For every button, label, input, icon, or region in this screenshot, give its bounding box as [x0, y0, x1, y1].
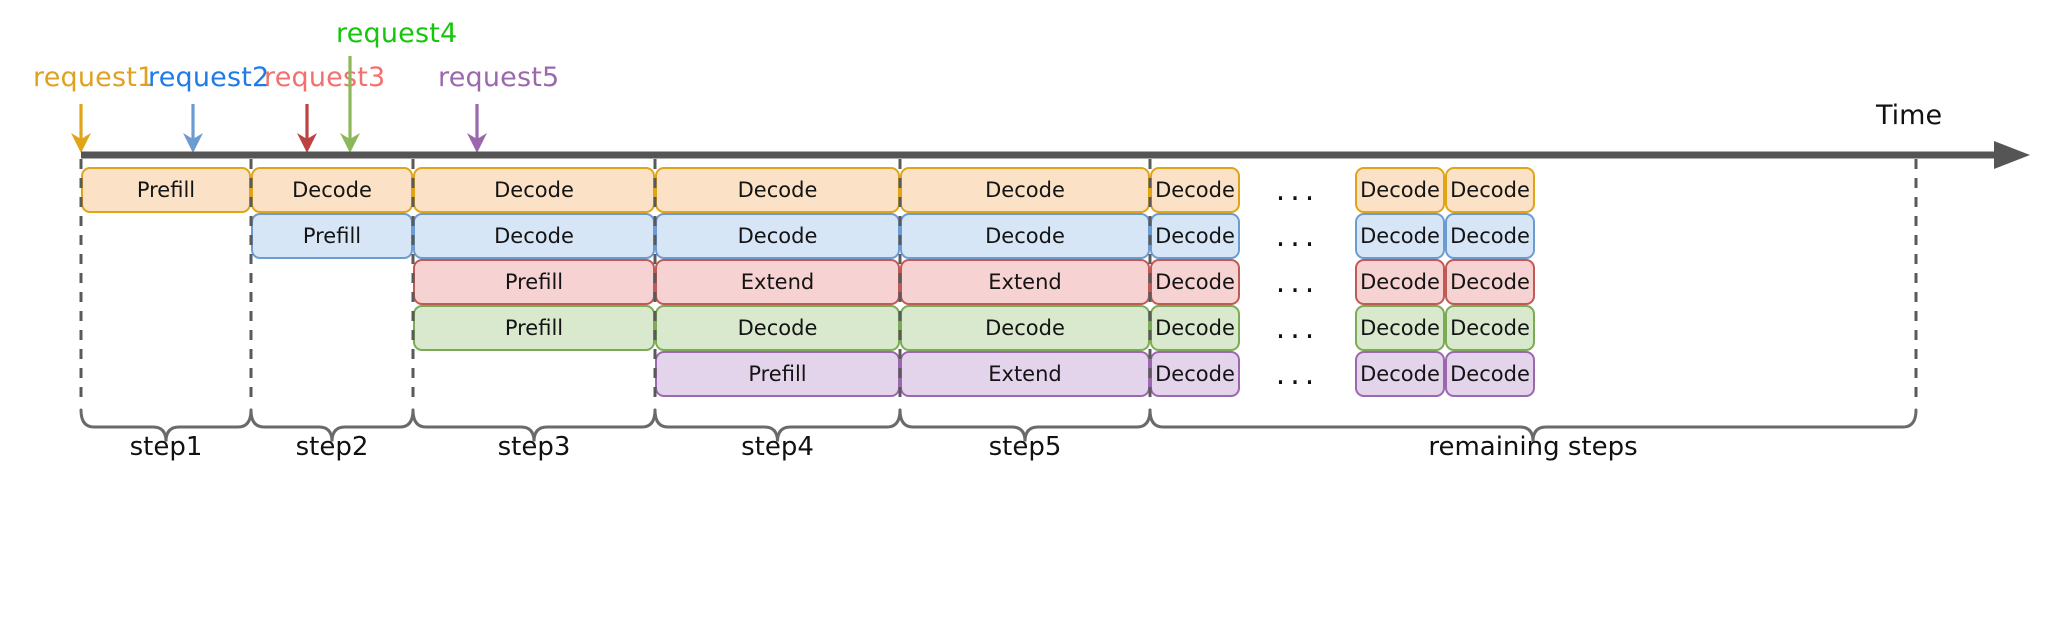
- ellipsis-req1: ...: [1275, 172, 1320, 208]
- request-label-3: request3: [264, 62, 386, 93]
- schedule-block-req1-3: Decode: [413, 167, 655, 213]
- schedule-block-req3-3: Extend: [900, 259, 1150, 305]
- schedule-block-req5-4: Decode: [1355, 351, 1445, 397]
- schedule-block-req2-5: Decode: [1150, 213, 1240, 259]
- request-label-1: request1: [33, 62, 155, 93]
- request-label-5: request5: [438, 62, 560, 93]
- schedule-block-req2-1: Prefill: [251, 213, 413, 259]
- schedule-block-req5-2: Extend: [900, 351, 1150, 397]
- schedule-block-req3-2: Extend: [655, 259, 900, 305]
- request-label-4: request4: [336, 18, 458, 49]
- schedule-block-req4-5: Decode: [1355, 305, 1445, 351]
- ellipsis-req2: ...: [1275, 218, 1320, 254]
- schedule-block-req4-2: Decode: [655, 305, 900, 351]
- schedule-block-req4-6: Decode: [1445, 305, 1535, 351]
- schedule-block-req2-6: Decode: [1355, 213, 1445, 259]
- schedule-block-req4-1: Prefill: [413, 305, 655, 351]
- schedule-block-req3-4: Decode: [1150, 259, 1240, 305]
- request-arrow-head-3: [297, 133, 317, 153]
- schedule-block-req2-4: Decode: [900, 213, 1150, 259]
- schedule-block-req2-2: Decode: [413, 213, 655, 259]
- schedule-block-req3-1: Prefill: [413, 259, 655, 305]
- schedule-block-req5-3: Decode: [1150, 351, 1240, 397]
- request-arrow-head-4: [340, 133, 360, 153]
- schedule-block-req1-8: Decode: [1445, 167, 1535, 213]
- schedule-block-req4-3: Decode: [900, 305, 1150, 351]
- ellipsis-req3: ...: [1275, 264, 1320, 300]
- schedule-block-req1-1: Prefill: [81, 167, 251, 213]
- schedule-block-req5-1: Prefill: [655, 351, 900, 397]
- schedule-block-req4-4: Decode: [1150, 305, 1240, 351]
- schedule-block-req3-6: Decode: [1445, 259, 1535, 305]
- schedule-block-req2-7: Decode: [1445, 213, 1535, 259]
- request-arrow-head-2: [183, 133, 203, 153]
- schedule-block-req1-6: Decode: [1150, 167, 1240, 213]
- schedule-block-req1-4: Decode: [655, 167, 900, 213]
- request-arrow-head-5: [467, 133, 487, 153]
- ellipsis-req4: ...: [1275, 310, 1320, 346]
- request-label-2: request2: [148, 62, 270, 93]
- time-axis-arrowhead: [1994, 141, 2030, 169]
- time-axis-label: Time: [1876, 100, 1943, 131]
- schedule-block-req1-2: Decode: [251, 167, 413, 213]
- schedule-block-req3-5: Decode: [1355, 259, 1445, 305]
- step-label-5: step5: [988, 432, 1062, 462]
- schedule-block-req1-5: Decode: [900, 167, 1150, 213]
- schedule-block-req5-5: Decode: [1445, 351, 1535, 397]
- schedule-block-req2-3: Decode: [655, 213, 900, 259]
- step-label-6: remaining steps: [1428, 432, 1638, 462]
- schedule-block-req1-7: Decode: [1355, 167, 1445, 213]
- ellipsis-req5: ...: [1275, 356, 1320, 392]
- request-arrow-head-1: [71, 133, 91, 153]
